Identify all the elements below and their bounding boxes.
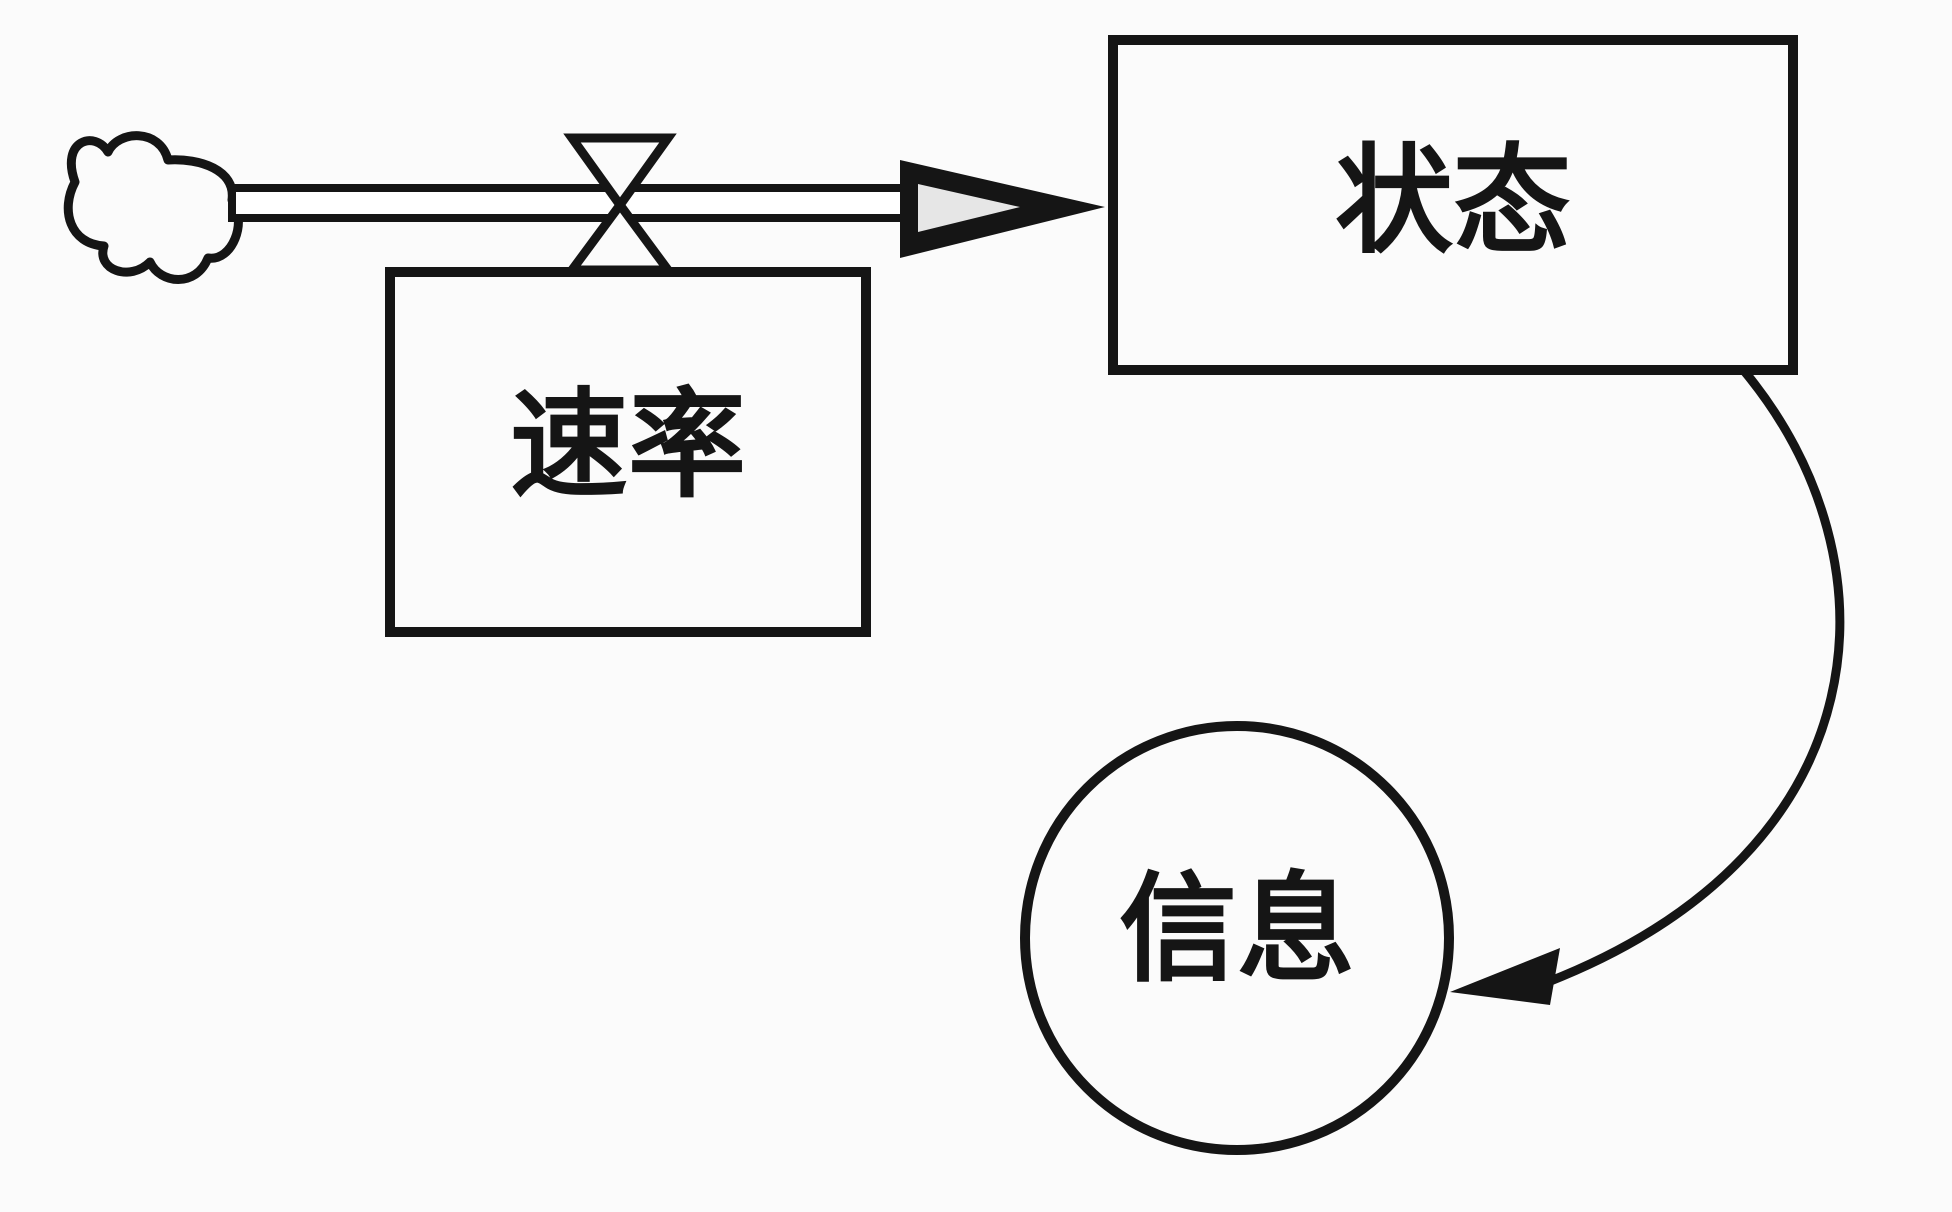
rate-box <box>385 267 871 637</box>
information-link <box>1546 369 1845 987</box>
info-circle <box>1020 721 1454 1155</box>
cloud-source-icon <box>63 131 243 284</box>
state-box <box>1108 35 1798 375</box>
state-label: 状态 <box>1335 132 1571 270</box>
flow-pipe <box>228 184 914 222</box>
rate-label: 速率 <box>510 376 746 514</box>
information-link-arrowhead <box>1450 948 1560 1005</box>
info-label: 信息 <box>1119 860 1355 998</box>
flow-arrowhead-inner <box>918 184 1020 232</box>
valve-top-icon <box>563 133 677 213</box>
